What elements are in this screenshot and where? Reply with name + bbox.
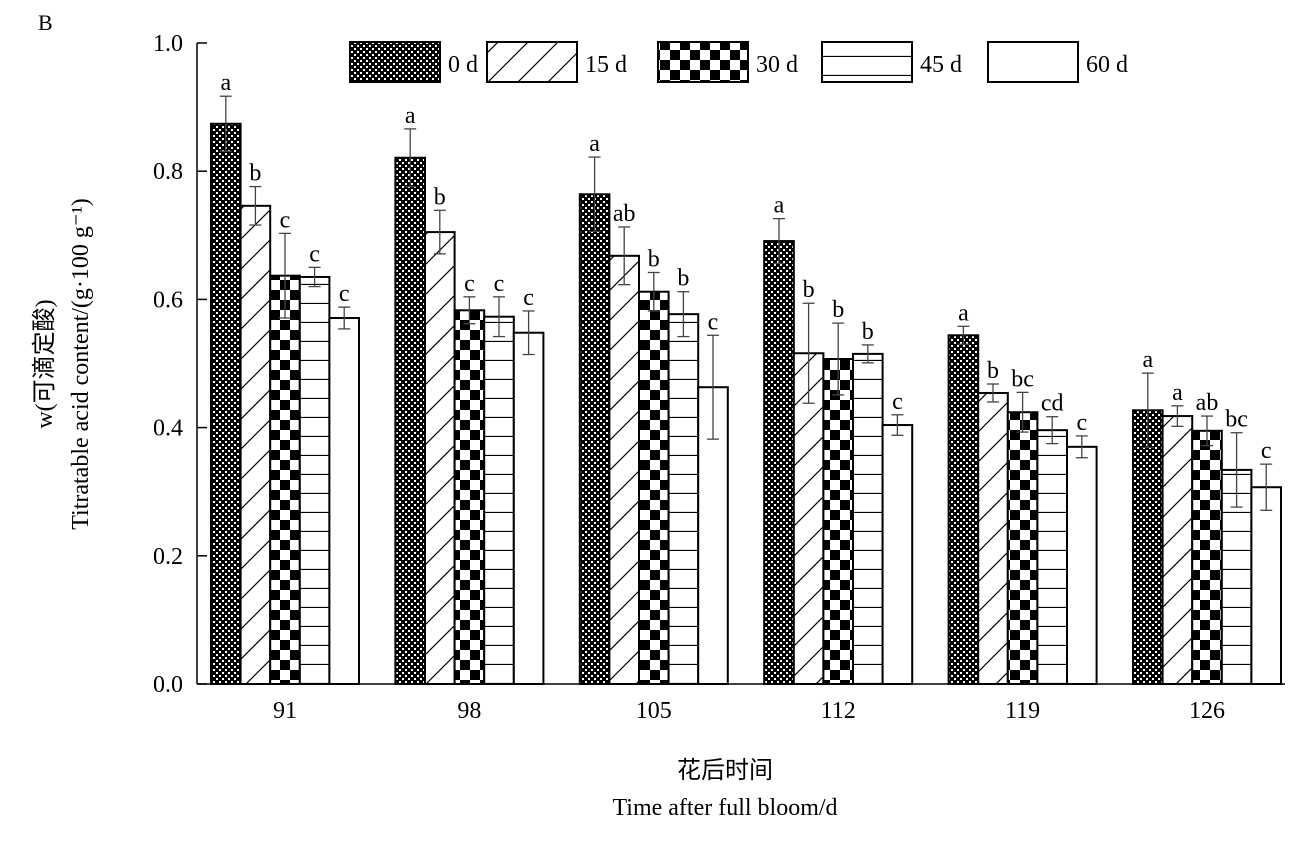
significance-letter: b [434, 184, 446, 210]
legend-swatch [486, 41, 578, 83]
y-tick-label: 0.4 [153, 416, 183, 442]
bar [881, 424, 914, 685]
significance-letter: a [1172, 380, 1183, 406]
bar [298, 275, 331, 685]
bar [1006, 411, 1039, 685]
significance-letter: a [589, 131, 600, 157]
legend-label: 15 d [585, 52, 627, 78]
bar [578, 193, 611, 685]
significance-letter: bc [1011, 366, 1034, 392]
bar [1250, 486, 1283, 686]
y-axis-label-cn: w(可滴定酸) [31, 299, 58, 428]
legend-swatch [349, 41, 441, 83]
significance-letter: b [987, 358, 999, 384]
x-axis-label: Time after full bloom/d [612, 795, 837, 821]
significance-letter: b [803, 277, 815, 303]
panel-label: B [38, 10, 53, 35]
significance-letter: c [523, 285, 534, 311]
bar [977, 391, 1009, 685]
bar [763, 240, 795, 685]
bar [512, 331, 545, 685]
significance-letter: cd [1041, 391, 1064, 417]
bar [1036, 429, 1069, 685]
significance-letter: ab [1196, 390, 1219, 416]
x-tick-label: 98 [457, 698, 481, 724]
legend-swatch [657, 41, 749, 83]
bar [453, 309, 486, 685]
legend-swatch [987, 41, 1079, 83]
legend-label: 60 d [1086, 52, 1128, 78]
bar [947, 334, 980, 685]
bar [667, 313, 700, 685]
bar [328, 316, 360, 685]
significance-letter: c [464, 271, 475, 297]
bar [852, 352, 884, 685]
significance-letter: a [220, 70, 231, 96]
significance-letter: c [708, 309, 719, 335]
x-tick-label: 119 [1005, 698, 1040, 724]
y-tick-label: 0.8 [153, 159, 183, 185]
significance-letter: b [862, 319, 874, 345]
significance-letter: c [494, 271, 505, 297]
legend-label: 45 d [920, 52, 962, 78]
x-tick-label: 126 [1189, 698, 1225, 724]
significance-letter: b [249, 161, 261, 187]
bar [608, 254, 641, 685]
bar [269, 274, 301, 685]
bar [210, 122, 242, 686]
bar [424, 231, 456, 685]
significance-letter: b [677, 266, 689, 292]
legend-label: 0 d [448, 52, 478, 78]
y-tick-label: 0.6 [153, 287, 183, 313]
significance-letter: b [832, 297, 844, 323]
bar [1132, 409, 1164, 685]
significance-letter: a [958, 300, 969, 326]
bar [239, 204, 272, 685]
legend-label: 30 d [756, 52, 798, 78]
x-tick-label: 91 [273, 698, 297, 724]
y-tick-label: 0.0 [153, 672, 183, 698]
significance-letter: ab [613, 201, 636, 227]
bar [1191, 429, 1223, 685]
y-tick-label: 0.2 [153, 544, 183, 570]
significance-letter: bc [1225, 407, 1248, 433]
bar [394, 156, 426, 685]
bar [1066, 445, 1098, 685]
bar [1161, 415, 1194, 685]
legend-swatch [821, 41, 913, 83]
y-tick-label: 1.0 [153, 31, 183, 57]
bar [822, 358, 855, 685]
significance-letter: c [892, 389, 903, 415]
x-tick-label: 105 [636, 698, 672, 724]
significance-letter: c [280, 207, 291, 233]
x-axis-label-cn: 花后时间 [677, 757, 773, 784]
x-tick-label: 112 [821, 698, 856, 724]
bar [483, 315, 515, 685]
bar [638, 290, 670, 685]
significance-letter: a [774, 193, 785, 219]
significance-letter: b [648, 246, 660, 272]
significance-letter: c [1261, 438, 1272, 464]
y-axis-label: Titratable acid content/(g·100 g⁻¹) [68, 198, 94, 530]
significance-letter: a [1142, 347, 1153, 373]
significance-letter: c [339, 281, 350, 307]
significance-letter: a [405, 103, 416, 129]
significance-letter: c [1076, 410, 1087, 436]
significance-letter: c [309, 241, 320, 267]
